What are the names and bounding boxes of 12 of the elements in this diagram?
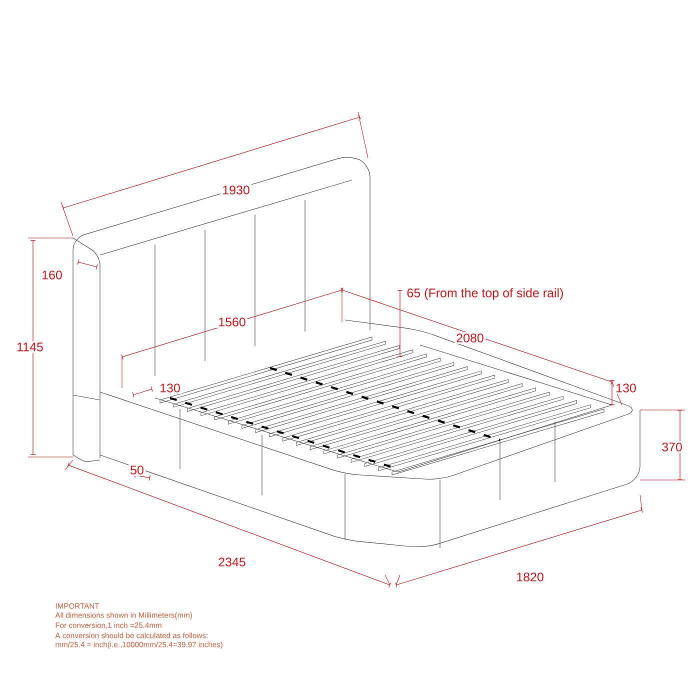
- dimension-label: 370: [660, 441, 684, 453]
- dimension-label: 65 (From the top of side rail): [405, 286, 566, 302]
- dimension-label: 1930: [220, 184, 252, 196]
- dimension-label: 130: [158, 382, 182, 394]
- dimension-label: 1820: [514, 571, 546, 583]
- dimension-label: 160: [40, 269, 64, 281]
- dimension-label: 50: [128, 464, 146, 476]
- dimension-label: 2345: [216, 556, 248, 568]
- dimension-label: 2080: [454, 332, 486, 344]
- dimension-label: 130: [614, 382, 638, 394]
- dimension-label: 1560: [216, 316, 248, 328]
- dimension-label: 1145: [15, 341, 45, 353]
